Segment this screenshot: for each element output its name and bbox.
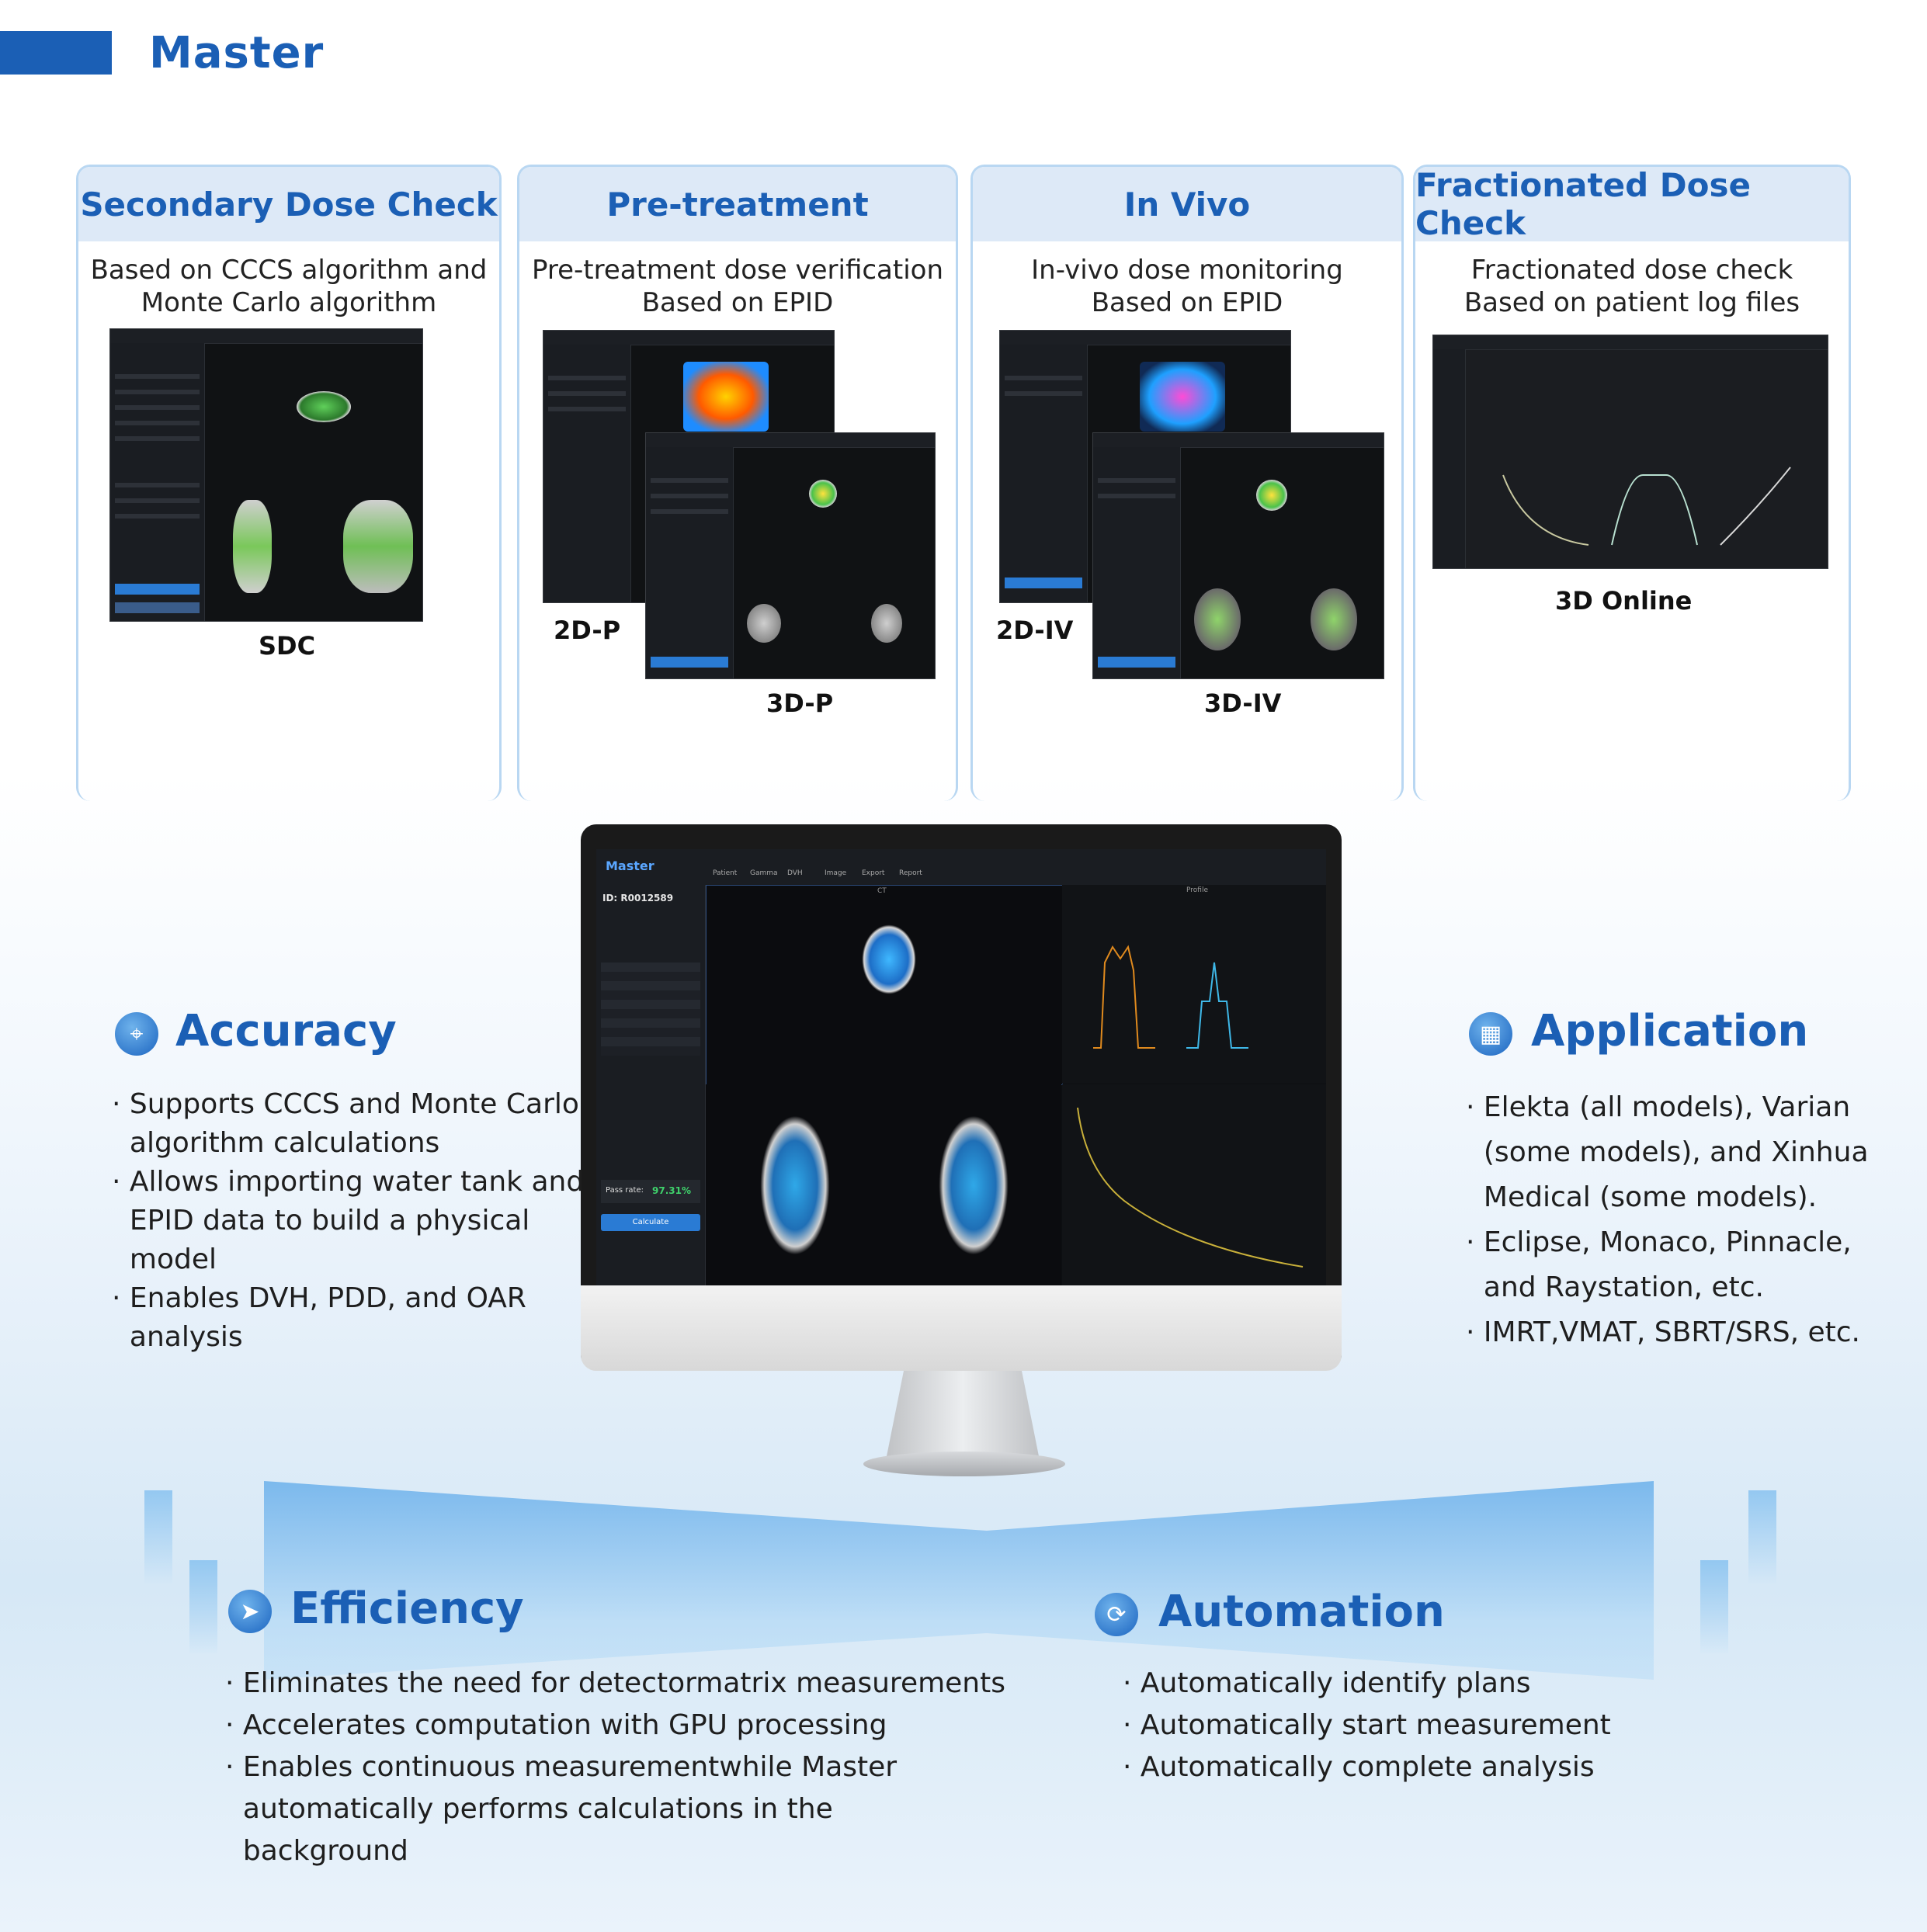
sdc-screenshot (109, 328, 423, 622)
feature-title-accuracy: Accuracy (175, 1006, 397, 1056)
caption-2d-iv: 2D-IV (996, 616, 1074, 645)
glow-post (1700, 1560, 1728, 1653)
bullet-line: · Enables DVH, PDD, and OAR (112, 1282, 526, 1314)
3dp-screenshot (645, 432, 936, 679)
ct-panel-title: CT (877, 887, 887, 895)
profile-curves (1093, 945, 1248, 1049)
application-bullets: · Elekta (all models), Varian (some mode… (1466, 1085, 1869, 1355)
card-description: Pre-treatment dose verification Based on… (519, 254, 956, 319)
caption-3d-p: 3D-P (766, 689, 834, 718)
refresh-icon: ⟳ (1095, 1593, 1138, 1636)
caption-3d-online: 3D Online (1555, 586, 1693, 616)
monitor-chin (581, 1285, 1342, 1371)
bullet-line: Medical (some models). (1466, 1181, 1818, 1213)
patient-id: ID: R0012589 (602, 893, 674, 904)
bullet-line: · Supports CCCS and Monte Carlo (112, 1088, 579, 1120)
bullet-line: model (112, 1243, 217, 1275)
bullet-line: · Allows importing water tank and (112, 1166, 585, 1198)
glow-post (189, 1560, 217, 1653)
head-axial-image (862, 924, 916, 994)
sidebar-panel: ID: R0012589 Pass rate: 97.31% Calculate (596, 885, 706, 1285)
pass-rate-box: Pass rate: 97.31% (601, 1180, 700, 1203)
monitor-stand-neck (885, 1371, 1040, 1464)
bullet-line: (some models), and Xinhua (1466, 1136, 1869, 1168)
bullet-line: automatically performs calculations in t… (225, 1793, 833, 1825)
toolbar-report-button[interactable]: Report (899, 869, 922, 877)
bullet-line: · Automatically identify plans (1123, 1667, 1531, 1699)
bullet-line: EPID data to build a physical (112, 1205, 530, 1237)
monitor-stand-base (863, 1452, 1065, 1476)
card-description: In-vivo dose monitoring Based on EPID (973, 254, 1401, 319)
paper-plane-icon: ➤ (228, 1590, 272, 1633)
3d-online-screenshot (1432, 335, 1828, 569)
beam-table (601, 963, 700, 1056)
card-desc-line: In-vivo dose monitoring (1031, 255, 1343, 286)
card-description: Fractionated dose check Based on patient… (1415, 254, 1849, 319)
feature-title-application: Application (1531, 1006, 1809, 1056)
bullet-line: · IMRT,VMAT, SBRT/SRS, etc. (1466, 1316, 1860, 1348)
glow-post (1748, 1490, 1776, 1583)
header-accent-bar (0, 31, 112, 75)
dvh-curve (1077, 1107, 1304, 1268)
ct-panel: CT (706, 885, 1063, 1085)
bullet-line: · Accelerates computation with GPU proce… (225, 1709, 887, 1741)
calculate-button[interactable]: Calculate (601, 1214, 700, 1231)
card-desc-line: Based on CCCS algorithm and (90, 255, 488, 286)
dvh-panel (1062, 1084, 1326, 1285)
caption-sdc: SDC (259, 631, 316, 661)
card-title: Secondary Dose Check (78, 167, 499, 241)
monitor-screen: Master Patient Gamma DVH Image Export Re… (596, 849, 1326, 1285)
toolbar-image-button[interactable]: Image (825, 869, 847, 877)
pass-rate-value: 97.31% (652, 1185, 691, 1196)
toolbar-export-button[interactable]: Export (862, 869, 885, 877)
bullet-line: · Enables continuous measurementwhile Ma… (225, 1751, 898, 1783)
toolbar-patient-button[interactable]: Patient (713, 869, 738, 877)
feature-title-efficiency: Efficiency (290, 1583, 524, 1634)
card-description: Based on CCCS algorithm and Monte Carlo … (78, 254, 499, 319)
sagittal-coronal-panel (706, 1084, 1061, 1285)
crosshair-icon: ⌖ (115, 1012, 158, 1056)
caption-2d-p: 2D-P (554, 616, 621, 645)
card-desc-line: Based on EPID (641, 287, 834, 318)
card-title: Fractionated Dose Check (1415, 167, 1849, 242)
grid-apps-icon: ▦ (1469, 1012, 1512, 1056)
page-title: Master (149, 28, 325, 78)
card-title: In Vivo (973, 167, 1401, 241)
bullet-line: · Elekta (all models), Varian (1466, 1091, 1851, 1123)
profile-panel-title: Profile (1186, 886, 1208, 894)
toolbar-dvh-button[interactable]: DVH (787, 869, 803, 877)
toolbar-gamma-button[interactable]: Gamma (750, 869, 778, 877)
profile-panel: Profile (1062, 885, 1326, 1084)
bullet-line: and Raystation, etc. (1466, 1271, 1764, 1303)
pass-rate-label: Pass rate: (606, 1186, 644, 1195)
app-toolbar: Master Patient Gamma DVH Image Export Re… (596, 849, 1326, 886)
feature-title-automation: Automation (1158, 1587, 1445, 1637)
bullet-line: algorithm calculations (112, 1127, 440, 1159)
card-pre-treatment: Pre-treatment Pre-treatment dose verific… (517, 165, 958, 801)
card-fractionated-dose-check: Fractionated Dose Check Fractionated dos… (1413, 165, 1851, 801)
bullet-line: · Automatically start measurement (1123, 1709, 1611, 1741)
bullet-line: · Automatically complete analysis (1123, 1751, 1595, 1783)
glow-post (144, 1490, 172, 1583)
3div-screenshot (1092, 432, 1384, 679)
card-desc-line: Based on EPID (1091, 287, 1283, 318)
card-desc-line: Based on patient log files (1463, 287, 1800, 318)
efficiency-bullets: · Eliminates the need for detectormatrix… (225, 1663, 1005, 1872)
automation-bullets: · Automatically identify plans · Automat… (1123, 1663, 1611, 1788)
card-title: Pre-treatment (519, 167, 956, 241)
card-secondary-dose-check: Secondary Dose Check Based on CCCS algor… (76, 165, 502, 801)
card-desc-line: Monte Carlo algorithm (141, 287, 437, 318)
app-logo: Master (606, 858, 654, 873)
bullet-line: · Eliminates the need for detectormatrix… (225, 1667, 1005, 1699)
head-sagittal-image (760, 1115, 830, 1255)
card-desc-line: Pre-treatment dose verification (531, 255, 944, 286)
accuracy-bullets: · Supports CCCS and Monte Carlo algorith… (112, 1085, 584, 1357)
head-coronal-image (939, 1115, 1009, 1255)
card-desc-line: Fractionated dose check (1470, 255, 1793, 286)
bullet-line: background (225, 1835, 408, 1867)
caption-3d-iv: 3D-IV (1204, 689, 1282, 718)
bullet-line: analysis (112, 1321, 243, 1353)
bullet-line: · Eclipse, Monaco, Pinnacle, (1466, 1226, 1852, 1258)
card-in-vivo: In Vivo In-vivo dose monitoring Based on… (970, 165, 1404, 801)
